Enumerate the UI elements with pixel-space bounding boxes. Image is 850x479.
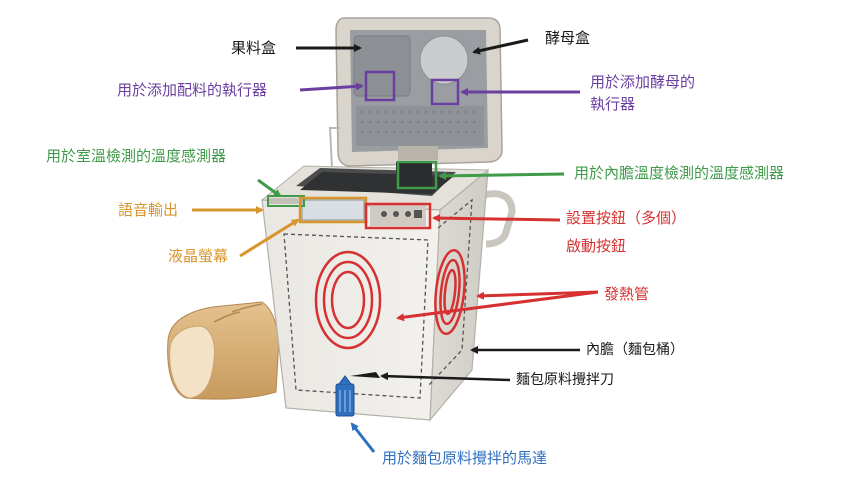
- kneading-blade-shape: [350, 372, 380, 378]
- control-panel-box: [364, 202, 432, 230]
- arrow-inner-temp-sensor: [438, 171, 565, 180]
- room-temp-sensor-box: [267, 195, 305, 207]
- label-kneading-blade: 麵包原料攪拌刀: [516, 372, 614, 388]
- label-lcd-screen: 液晶螢幕: [168, 247, 229, 265]
- label-inner-temp-sensor: 用於內膽溫度檢測的溫度感測器: [574, 164, 785, 182]
- label-mixing-motor: 用於麵包原料攪拌的馬達: [382, 449, 548, 467]
- label-yeast-box: 酵母盒: [545, 29, 591, 47]
- arrow-heating-tube-side: [476, 290, 599, 300]
- arrow-yeast-box: [472, 38, 529, 55]
- arrow-mixing-motor: [350, 422, 376, 453]
- arrow-room-temp-sensor: [257, 178, 282, 198]
- label-yeast-actuator-line1: 用於添加酵母的: [590, 73, 696, 91]
- bread-loaf-illustration: [167, 301, 279, 400]
- arrow-ingredient-actuator: [299, 82, 364, 92]
- label-room-temp-sensor: 用於室溫檢測的溫度感測器: [46, 147, 227, 165]
- arrow-lcd-screen: [239, 218, 300, 258]
- inner-temp-sensor-box: [396, 160, 438, 190]
- pot-handle-loop: [328, 127, 340, 169]
- arrow-setting-buttons: [432, 214, 561, 223]
- label-inner-pot: 內膽（麵包桶）: [586, 342, 684, 358]
- label-fruit-box: 果料盒: [231, 39, 277, 57]
- open-lid-illustration: [335, 17, 503, 167]
- ingredient-actuator-box: [364, 70, 396, 102]
- label-voice-output: 語音輸出: [118, 201, 179, 219]
- label-start-button: 啟動按鈕: [566, 237, 627, 255]
- heating-tube-side-rings: [434, 248, 466, 336]
- heating-tube-front-rings: [314, 250, 382, 350]
- yeast-actuator-box: [430, 78, 460, 106]
- arrow-kneading-blade: [380, 372, 511, 382]
- label-heating-tube: 發熱管: [604, 285, 650, 303]
- label-ingredient-actuator: 用於添加配料的執行器: [117, 81, 268, 99]
- side-handle: [478, 190, 516, 248]
- label-yeast-actuator-line2: 執行器: [590, 95, 636, 113]
- label-setting-buttons: 設置按鈕（多個）: [566, 209, 687, 227]
- motor-icon: [335, 375, 355, 417]
- arrow-heating-tube-front: [396, 290, 599, 322]
